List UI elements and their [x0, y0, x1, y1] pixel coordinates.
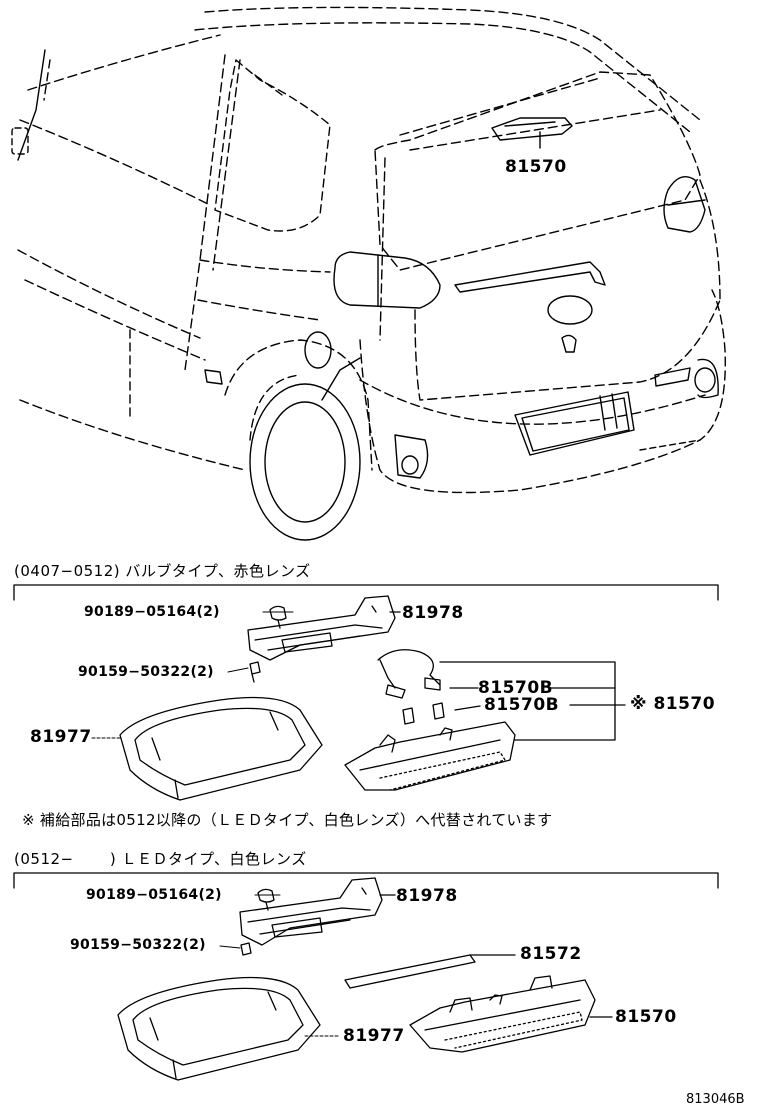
section1-header: (0407−0512) バルブタイプ、赤色レンズ — [14, 562, 311, 580]
part-label-81978: 81978 — [402, 603, 464, 623]
led-part-label-81572: 81572 — [520, 944, 582, 964]
part-label-81570b-upper: 81570B — [478, 678, 554, 698]
part-label-81570b-lower: 81570B — [484, 695, 560, 715]
section2-header: (0512− ) ＬＥＤタイプ、白色レンズ — [14, 850, 307, 868]
part-label-90159-50322: 90159−50322(2) — [78, 664, 214, 680]
car-part-label-81570: 81570 — [505, 157, 567, 177]
diagram-code: 813046B — [686, 1092, 745, 1107]
part-label-81977: 81977 — [30, 727, 92, 747]
part-label-asterisk-81570: ※ 81570 — [630, 694, 716, 714]
led-part-label-81978: 81978 — [396, 886, 458, 906]
led-part-label-90159-50322: 90159−50322(2) — [70, 937, 206, 953]
part-label-90189-05164: 90189−05164(2) — [84, 604, 220, 620]
led-part-label-81977: 81977 — [343, 1026, 405, 1046]
replacement-note: ※ 補給部品は0512以降の（ＬＥＤタイプ、白色レンズ）へ代替されています — [22, 811, 553, 829]
led-part-label-90189-05164: 90189−05164(2) — [86, 887, 222, 903]
led-part-label-81570: 81570 — [615, 1007, 677, 1027]
